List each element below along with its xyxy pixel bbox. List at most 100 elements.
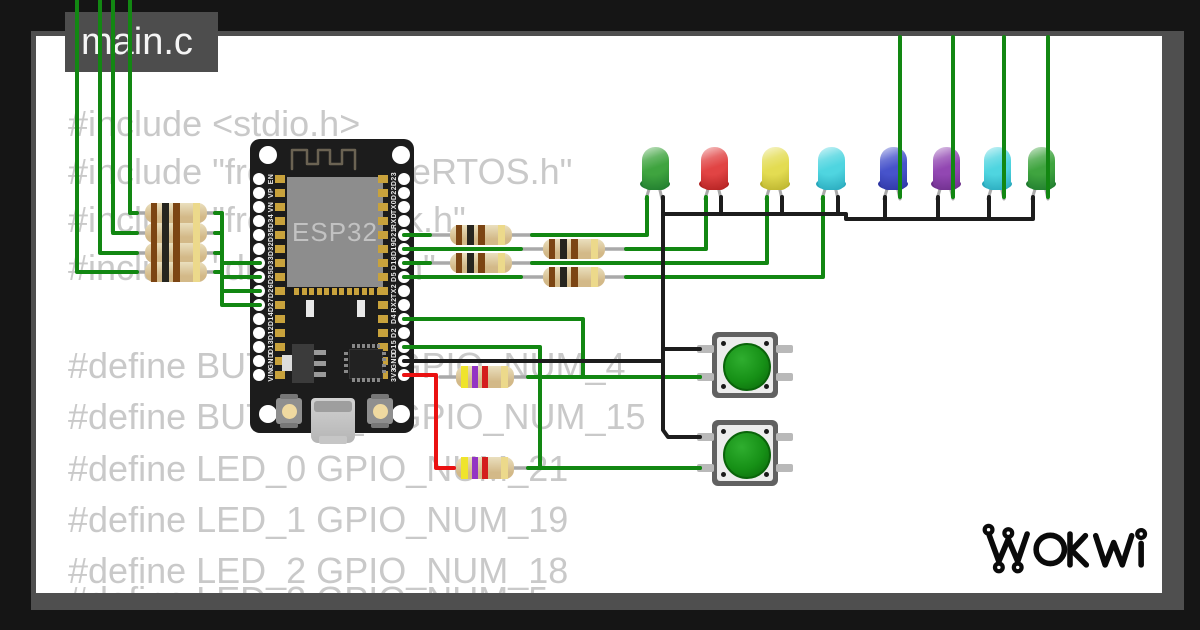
pushbutton-0[interactable]: [712, 332, 778, 398]
pin-pad: [275, 259, 285, 267]
castellation-pad: [354, 288, 359, 295]
pushbutton-1[interactable]: [712, 420, 778, 486]
chip-pin: [377, 344, 380, 348]
wire-green[interactable]: [530, 195, 649, 237]
button-pin[interactable]: [697, 345, 714, 353]
button-pin[interactable]: [776, 464, 793, 472]
pullup-resistor[interactable]: [456, 366, 514, 388]
pin-hole[interactable]: [253, 369, 265, 381]
led-resistor[interactable]: [543, 267, 605, 287]
pin-hole[interactable]: [253, 215, 265, 227]
wire-green[interactable]: [213, 270, 262, 307]
chip-pin: [382, 358, 386, 361]
wokwi-logo-letters: [982, 523, 1148, 574]
pin-hole[interactable]: [398, 285, 410, 297]
wire-gnd[interactable]: [661, 195, 702, 439]
mounting-hole: [259, 146, 277, 164]
resistor-band: [591, 239, 599, 259]
button-nub: [371, 394, 389, 399]
led-resistor[interactable]: [145, 243, 207, 263]
pin-hole[interactable]: [253, 313, 265, 325]
pin-hole[interactable]: [253, 201, 265, 213]
resistor-band: [172, 203, 180, 223]
pin-hole[interactable]: [253, 355, 265, 367]
wire-green[interactable]: [128, 0, 139, 215]
led-resistor[interactable]: [450, 225, 512, 245]
resistor-band: [161, 203, 169, 223]
button-pin[interactable]: [697, 464, 714, 472]
button-actuator: [282, 404, 297, 419]
pin-pad: [378, 231, 388, 239]
chip-pin: [367, 344, 370, 348]
resistor-band: [455, 253, 463, 273]
pin-hole[interactable]: [253, 327, 265, 339]
led-resistor[interactable]: [543, 239, 605, 259]
pin-pad: [378, 357, 388, 365]
resistor-band: [501, 457, 508, 479]
led-resistor[interactable]: [145, 203, 207, 223]
wire-gnd[interactable]: [661, 212, 1034, 221]
yellow-led[interactable]: [761, 147, 789, 190]
resistor-band: [150, 243, 158, 263]
button-pin[interactable]: [697, 433, 714, 441]
button-cap[interactable]: [723, 343, 771, 391]
wire-green[interactable]: [624, 195, 708, 251]
button-actuator: [373, 404, 388, 419]
wire-green[interactable]: [530, 195, 769, 265]
green-led[interactable]: [641, 147, 669, 190]
wire-green[interactable]: [75, 0, 139, 274]
pin-pad: [275, 231, 285, 239]
pin-pad: [378, 371, 388, 379]
resistor-band: [161, 223, 169, 243]
resistor-band: [591, 267, 599, 287]
pin-pad: [275, 343, 285, 351]
pin-hole[interactable]: [398, 327, 410, 339]
usb-lip: [319, 436, 347, 444]
resistor-band: [477, 253, 485, 273]
led-resistor[interactable]: [145, 223, 207, 243]
wire-3v3[interactable]: [402, 373, 456, 470]
resistor-band: [498, 253, 506, 273]
chip-pin: [372, 344, 375, 348]
wire-green[interactable]: [111, 0, 139, 235]
resistor-band: [172, 243, 180, 263]
resistor-band: [161, 243, 169, 263]
pin-pad: [275, 329, 285, 337]
wire-green[interactable]: [402, 345, 702, 470]
pin-hole[interactable]: [253, 187, 265, 199]
cyan-led[interactable]: [817, 147, 845, 190]
chip-pin: [362, 344, 365, 348]
button-pin[interactable]: [697, 373, 714, 381]
pin-hole[interactable]: [253, 243, 265, 255]
button-pin[interactable]: [776, 433, 793, 441]
uart-chip: [349, 349, 383, 379]
led-resistor[interactable]: [145, 262, 207, 282]
led-resistor[interactable]: [450, 253, 512, 273]
red-led[interactable]: [700, 147, 728, 190]
resistor-band: [471, 457, 479, 479]
button-cap[interactable]: [723, 431, 771, 479]
pin-hole[interactable]: [398, 187, 410, 199]
resistor-band: [193, 243, 201, 263]
wokwi-logo: [982, 523, 1148, 574]
resistor-band: [482, 366, 489, 388]
chip-pin: [382, 370, 386, 373]
wire-green[interactable]: [624, 195, 825, 279]
resistor-band: [172, 262, 180, 282]
pin-hole[interactable]: [398, 201, 410, 213]
pin-pad: [378, 315, 388, 323]
pin-hole[interactable]: [253, 341, 265, 353]
pin-hole[interactable]: [253, 229, 265, 241]
pin-hole[interactable]: [398, 173, 410, 185]
pin-hole[interactable]: [398, 299, 410, 311]
pin-hole[interactable]: [398, 215, 410, 227]
pin-hole[interactable]: [253, 173, 265, 185]
esp32-label: ESP32: [292, 216, 378, 247]
pullup-resistor[interactable]: [456, 457, 514, 479]
button-pin[interactable]: [776, 345, 793, 353]
button-pin[interactable]: [776, 373, 793, 381]
wire-green[interactable]: [98, 0, 139, 255]
